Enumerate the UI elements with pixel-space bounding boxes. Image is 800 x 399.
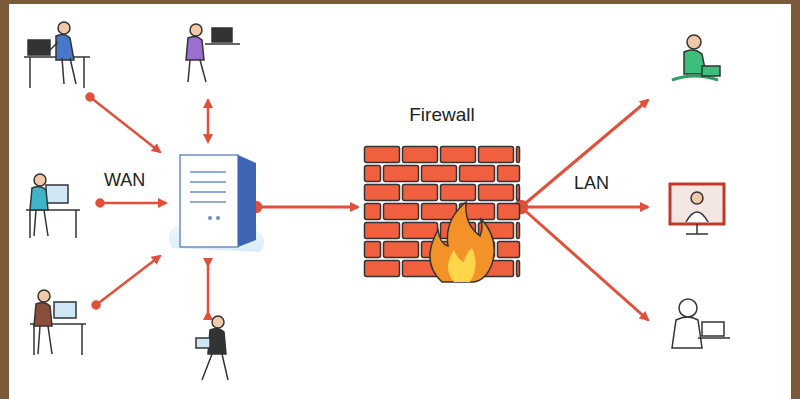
firewall-node: Firewall	[358, 104, 526, 282]
network-label: LAN	[572, 173, 611, 194]
flame-icon	[430, 202, 494, 282]
network-label: WAN	[102, 170, 147, 191]
user-figures	[24, 22, 730, 380]
server-icon	[169, 155, 265, 252]
node-heading: Firewall	[358, 104, 526, 126]
